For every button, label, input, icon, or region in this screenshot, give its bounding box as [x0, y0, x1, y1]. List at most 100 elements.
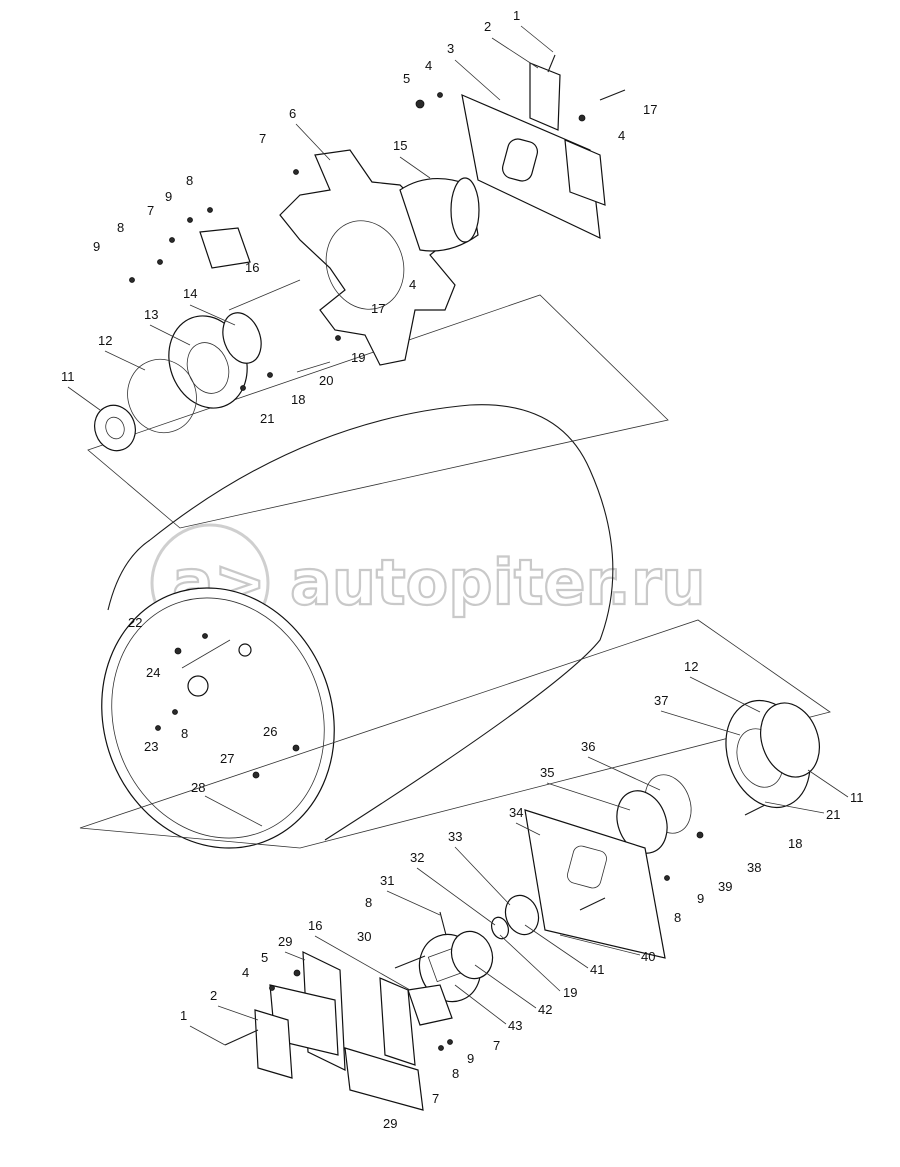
- part-label: 43: [508, 1018, 522, 1033]
- part-label: 32: [410, 850, 424, 865]
- part-label: 22: [128, 615, 142, 630]
- drum-bolt: [292, 744, 300, 752]
- part-label: 2: [210, 988, 217, 1003]
- o-ring-12: [127, 358, 197, 434]
- leader-11: [67, 386, 101, 411]
- upper-bracket: [564, 139, 606, 206]
- drum-inner-line: [181, 639, 231, 669]
- bearing-11-bore: [105, 416, 125, 440]
- part-label: 19: [351, 350, 365, 365]
- part-label: 41: [590, 962, 604, 977]
- leader-35: [546, 782, 631, 811]
- part-label: 33: [448, 829, 462, 844]
- upper-washer: [437, 92, 443, 98]
- lower-left-parts: [224, 911, 494, 1111]
- leader-31: [386, 890, 441, 916]
- washer-4-lower: [269, 985, 275, 991]
- part-label: 11: [850, 790, 864, 805]
- watermark-text: autopiter.ru: [290, 546, 706, 619]
- part-label: 7: [147, 203, 154, 218]
- part-label: 5: [261, 950, 268, 965]
- upper-plate-opening: [501, 138, 539, 182]
- leader-33: [454, 846, 511, 906]
- leader-13: [149, 324, 191, 346]
- part-label: 8: [452, 1066, 459, 1081]
- part-label: 36: [581, 739, 595, 754]
- part-label: 34: [509, 805, 523, 820]
- part-label: 29: [383, 1116, 397, 1131]
- leader-3: [454, 59, 501, 101]
- leader-37: [660, 710, 741, 736]
- part-label: 9: [165, 189, 172, 204]
- bolt-18-right: [744, 804, 766, 816]
- upper-nut: [415, 99, 425, 109]
- leader-20: [296, 361, 331, 373]
- part-label: 18: [291, 392, 305, 407]
- leader-1-lower: [189, 1025, 226, 1046]
- part-label: 37: [654, 693, 668, 708]
- bolt-1-lower: [224, 1029, 259, 1046]
- part-label: 2: [484, 19, 491, 34]
- part-label: 38: [747, 860, 761, 875]
- upper-plate-assembly: [415, 54, 626, 240]
- part-label: 23: [144, 739, 158, 754]
- part-label: 18: [788, 836, 802, 851]
- leader-41: [524, 924, 589, 969]
- part-label: 42: [538, 1002, 552, 1017]
- leader-28: [204, 795, 263, 827]
- part-label: 12: [684, 659, 698, 674]
- bolt-7: [169, 237, 175, 243]
- leader-lines: [67, 25, 849, 1046]
- bolt-41: [579, 897, 606, 911]
- bracket-7: [379, 977, 416, 1066]
- part-label: 8: [365, 895, 372, 910]
- part-label: 3: [447, 41, 454, 56]
- part-label: 19: [563, 985, 577, 1000]
- gasket-14: [222, 312, 262, 364]
- part-label: 4: [409, 277, 416, 292]
- part-label: 26: [263, 724, 277, 739]
- bolt-8-lower-right: [438, 1045, 444, 1051]
- part-label: 1: [180, 1008, 187, 1023]
- leader-19-lower: [499, 934, 561, 992]
- leader-29: [284, 951, 306, 961]
- plate-34-opening: [567, 845, 607, 889]
- part-label: 9: [93, 239, 100, 254]
- bolt-8: [207, 207, 213, 213]
- lower-right-parts: [490, 699, 820, 959]
- leader-11-right: [807, 769, 849, 798]
- part-label: 5: [403, 71, 410, 86]
- part-label: 15: [393, 138, 407, 153]
- part-label: 8: [186, 173, 193, 188]
- bolt-31: [439, 911, 447, 936]
- upper-washer-right: [578, 114, 586, 122]
- part-label: 40: [641, 949, 655, 964]
- part-label: 9: [697, 891, 704, 906]
- part-label: 9: [467, 1051, 474, 1066]
- part-label: 12: [98, 333, 112, 348]
- bolt-9-lower-right: [447, 1039, 453, 1045]
- bolt-30: [394, 955, 426, 969]
- ring-35: [616, 790, 668, 854]
- part-label: 13: [144, 307, 158, 322]
- leader-34: [515, 822, 541, 836]
- part-label: 20: [319, 373, 333, 388]
- plate-34: [524, 809, 666, 959]
- plate-2-lower: [254, 1009, 293, 1079]
- bracket-29-lower: [344, 1047, 424, 1111]
- bolt-9-lower: [129, 277, 135, 283]
- part-label: 14: [183, 286, 197, 301]
- leader-40: [559, 934, 641, 956]
- leader-15: [399, 156, 431, 179]
- drum-shell: [101, 404, 614, 849]
- bolt-19: [335, 335, 341, 341]
- drum-bolt: [202, 633, 208, 639]
- part-label: 17: [643, 102, 657, 117]
- drum-bolt: [172, 709, 178, 715]
- part-label: 29: [278, 934, 292, 949]
- bolt-9-right: [664, 875, 670, 881]
- leader-12-right: [689, 676, 761, 713]
- part-label: 1: [513, 8, 520, 23]
- part-label: 7: [432, 1091, 439, 1106]
